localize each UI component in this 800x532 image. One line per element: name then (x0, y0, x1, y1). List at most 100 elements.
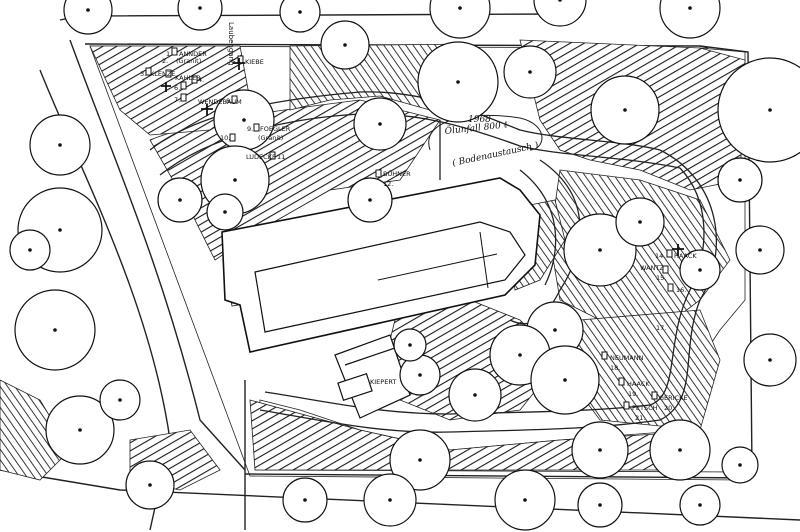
grave-name-label: WENDEBAUM (198, 98, 242, 106)
tree-trunk-dot (598, 503, 602, 507)
tree-trunk-dot (768, 108, 772, 112)
grave-number-label: 6. (174, 84, 180, 92)
tree-trunk-dot (198, 6, 202, 10)
tree-trunk-dot (768, 358, 772, 362)
tree-trunk-dot (28, 248, 32, 252)
tree-trunk-dot (473, 393, 477, 397)
grave-number-label: 10. (220, 134, 230, 142)
grave-number-label: 12. (383, 180, 393, 188)
tree-trunk-dot (558, 0, 562, 2)
grave-markers (145, 47, 674, 410)
grave-name-label: FOEGLER (260, 125, 291, 133)
grave-number-label: 5. (232, 58, 238, 66)
grave-number-label: 18. (610, 364, 620, 372)
tree-trunk-dot (688, 6, 692, 10)
grave-name-label: KLENZE (150, 70, 175, 78)
tree-trunk-dot (418, 458, 422, 462)
grave-name-label: PETSCH (632, 404, 658, 412)
tree-trunk-dot (223, 210, 227, 214)
tree-trunk-dot (418, 373, 422, 377)
grave-number-label: 8. (226, 97, 232, 105)
tree-trunk-dot (458, 6, 462, 10)
grave-name-label: GERICKE (659, 394, 688, 402)
tree-trunk-dot (738, 178, 742, 182)
annotation-remediation: ( Bodenaustausch ) (451, 140, 540, 169)
grave-name-label: WANTZ (640, 264, 664, 272)
tree-trunk-dot (456, 80, 460, 84)
tree-trunk-dot (598, 448, 602, 452)
grave-name-label: HAACK (674, 252, 697, 260)
tree-trunk-dot (598, 248, 602, 252)
tree-canopy (659, 0, 721, 39)
grave-name-label: (Granit) (176, 57, 201, 65)
tree-trunk-dot (78, 428, 82, 432)
oil-spill-annotation: 1968 Ölunfall 800 ℓ ( Bodenaustausch ) (444, 115, 540, 169)
grave-number-label: 15. (656, 274, 666, 282)
tree-trunk-dot (408, 343, 412, 347)
grave-number-label: 21. (635, 414, 645, 422)
grave-number-label: 1. (166, 50, 172, 58)
tree-trunk-dot (303, 498, 307, 502)
grave-number-label: 9. (247, 125, 253, 133)
tree-trunk-dot (758, 248, 762, 252)
tree-trunk-dot (178, 198, 182, 202)
grave-name-label: ANNDER (179, 50, 207, 58)
chapel-building (221, 177, 541, 353)
tree-trunk-dot (553, 328, 557, 332)
grave-name-label: LUDECKE (246, 153, 276, 161)
grave-name-label: KIEBE (245, 58, 264, 66)
tree-canopy (429, 0, 491, 39)
tree-trunk-dot (638, 220, 642, 224)
grave-name-label: KIEPERT (370, 378, 396, 386)
tree-trunk-dot (233, 178, 237, 182)
tree-canopy (533, 0, 587, 27)
grave-name-label: KAHLER (175, 74, 201, 82)
tree-trunk-dot (528, 70, 532, 74)
grave-number-label: 16. (676, 286, 686, 294)
grave-number-label: 2. (162, 57, 168, 65)
tree-canopy (717, 57, 800, 163)
tree-trunk-dot (86, 8, 90, 12)
tree-trunk-dot (53, 328, 57, 332)
tree-trunk-dot (148, 483, 152, 487)
grave-name-label: NEUMANN (610, 354, 644, 362)
oil-spill-boundary (428, 114, 543, 151)
tree-canopy (177, 0, 223, 31)
tree-trunk-dot (698, 503, 702, 507)
tree-trunk-dot (563, 378, 567, 382)
tree-trunk-dot (698, 268, 702, 272)
grave-number-label: 17. (656, 324, 666, 332)
tree-trunk-dot (523, 498, 527, 502)
grave-number-label: 20. (664, 404, 674, 412)
vertical-label: Laubengang (227, 22, 235, 65)
annotation-year: 1968 (468, 115, 491, 125)
tree-canopy (63, 0, 113, 35)
tree-trunk-dot (623, 108, 627, 112)
tree-trunk-dot (58, 228, 62, 232)
grave-name-label: BÜHNER (383, 169, 411, 178)
tree-trunk-dot (678, 448, 682, 452)
tree-trunk-dot (378, 122, 382, 126)
tree-trunk-dot (242, 118, 246, 122)
tree-trunk-dot (368, 198, 372, 202)
tree-trunk-dot (298, 10, 302, 14)
grave-number-label: 7. (174, 96, 180, 104)
grave-note-label: (Granit) (258, 134, 283, 142)
tree-trunk-dot (738, 463, 742, 467)
grave-number-label: 11. (277, 153, 287, 161)
cross-symbols (161, 58, 684, 256)
tree-trunk-dot (388, 498, 392, 502)
tree-trunk-dot (518, 353, 522, 357)
grave-number-label: 3. (140, 70, 146, 78)
grave-number-label: 4. (198, 76, 204, 84)
tree-trunk-dot (343, 43, 347, 47)
grave-number-label: 14. (655, 252, 665, 260)
grave-number-label: 19. (628, 390, 638, 398)
grave-labels: ANNDER 1. (Granit) 2. KLENZE 3. KAHLER 4… (140, 50, 697, 422)
trees (9, 0, 800, 531)
annex-building (334, 334, 411, 419)
grave-name-label: HAACK (627, 380, 650, 388)
tree-trunk-dot (58, 143, 62, 147)
tree-canopy (279, 0, 321, 33)
